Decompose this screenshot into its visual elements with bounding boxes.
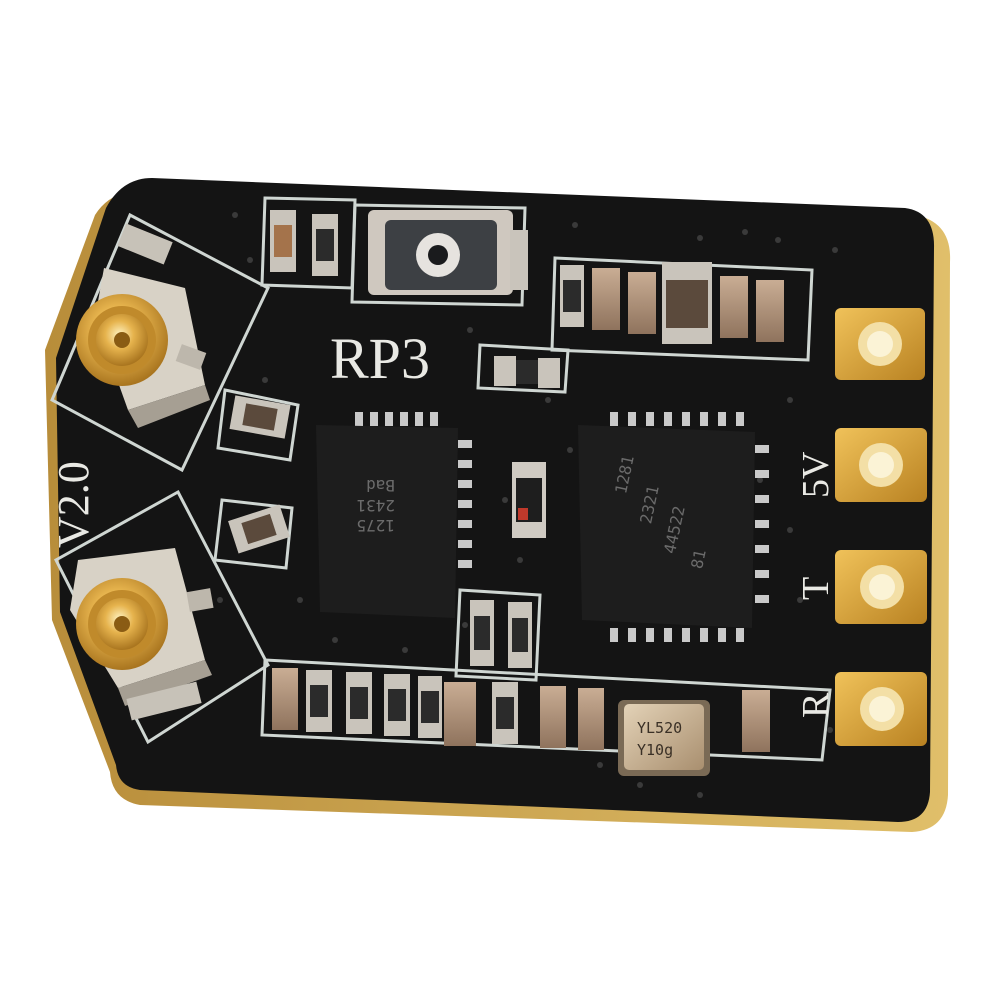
antenna-connector-top xyxy=(76,223,210,428)
status-led xyxy=(512,462,546,538)
antenna-connector-bottom xyxy=(70,548,214,721)
model-label: RP3 xyxy=(330,326,430,391)
left-chip-marking-3: 1275 xyxy=(356,516,395,535)
right-chip-marking-4: 81 xyxy=(687,548,710,571)
pad-label-5v: 5V xyxy=(795,451,837,498)
version-label: V2.0 xyxy=(49,461,98,548)
right-chip: 1281 2321 44522 81 xyxy=(578,412,769,642)
crystal-marking-1: YL520 xyxy=(637,719,682,737)
solder-pads xyxy=(835,308,927,746)
pcb-vias xyxy=(217,212,838,798)
solder-pad-2 xyxy=(835,428,927,502)
left-chip: Bad 2431 1275 xyxy=(316,412,472,618)
solder-pad-4 xyxy=(835,672,927,746)
pad-label-t: T xyxy=(795,577,837,600)
solder-pad-1 xyxy=(835,308,925,380)
pad-label-r: R xyxy=(795,692,837,718)
left-chip-marking-2: 2431 xyxy=(356,496,395,515)
left-chip-marking-1: Bad xyxy=(366,476,395,495)
crystal-marking-2: Y10g xyxy=(637,741,673,759)
crystal-oscillator: YL520 Y10g xyxy=(618,700,710,776)
passive-components xyxy=(228,210,784,752)
solder-pad-3 xyxy=(835,550,927,624)
bind-button xyxy=(368,210,513,295)
